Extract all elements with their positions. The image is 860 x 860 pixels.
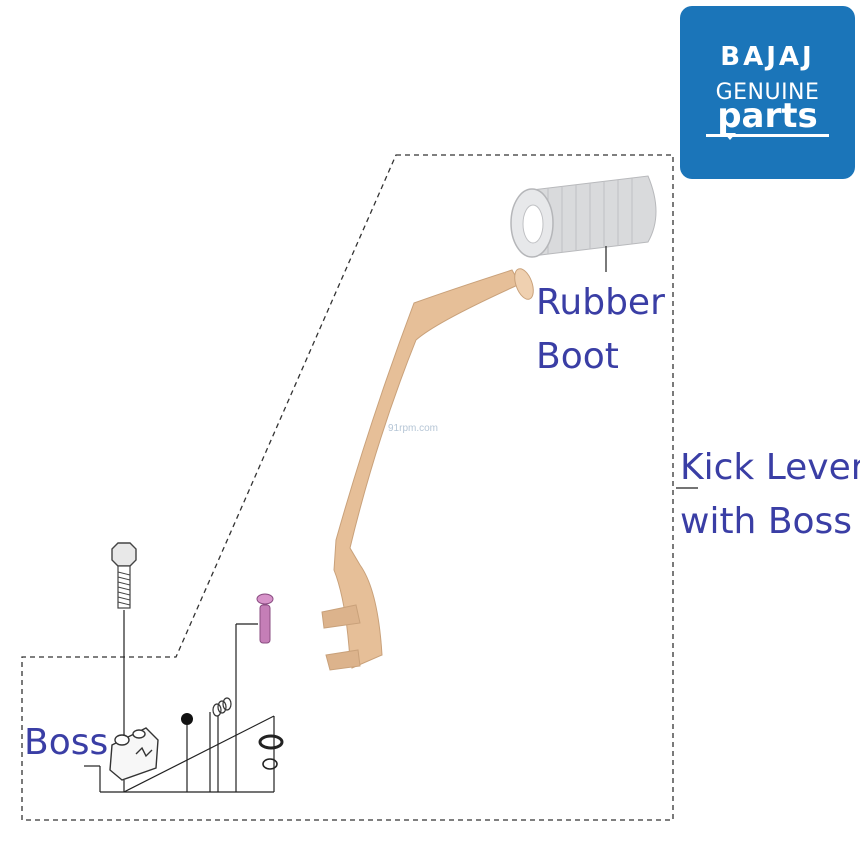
- rubber-boot-label-line2: Boot: [536, 336, 619, 377]
- rubber-boot-label: Rubber Boot: [536, 276, 665, 384]
- boss-part: [109, 727, 159, 781]
- watermark: 91rpm.com: [388, 423, 439, 434]
- bajaj-genuine-parts-logo: BAJAJ GENUINE parts: [680, 6, 855, 179]
- kick-lever-label-line1: Kick Lever: [680, 447, 860, 488]
- logo-line-brand: BAJAJ: [720, 42, 815, 72]
- boss-assembly-leaders: [84, 610, 275, 793]
- rubber-boot-label-line1: Rubber: [536, 282, 665, 323]
- logo-tick-icon: [724, 133, 736, 140]
- assembly-boundary: [21, 154, 674, 821]
- kick-lever-part: [321, 268, 534, 671]
- washer-part: [258, 734, 284, 770]
- bolt-part: [111, 542, 137, 609]
- logo-line-parts: parts: [717, 96, 818, 136]
- kick-lever-label: Kick Lever with Boss: [680, 441, 860, 549]
- boss-label: Boss: [24, 722, 109, 763]
- ball-part: [181, 713, 193, 725]
- kick-lever-label-line2: with Boss: [680, 501, 853, 542]
- pin-part: [256, 593, 274, 644]
- logo-line-genuine: GENUINE: [715, 80, 820, 105]
- spring-part: [212, 697, 232, 717]
- rubber-boot-part: [510, 175, 657, 258]
- logo-underline: [706, 134, 829, 137]
